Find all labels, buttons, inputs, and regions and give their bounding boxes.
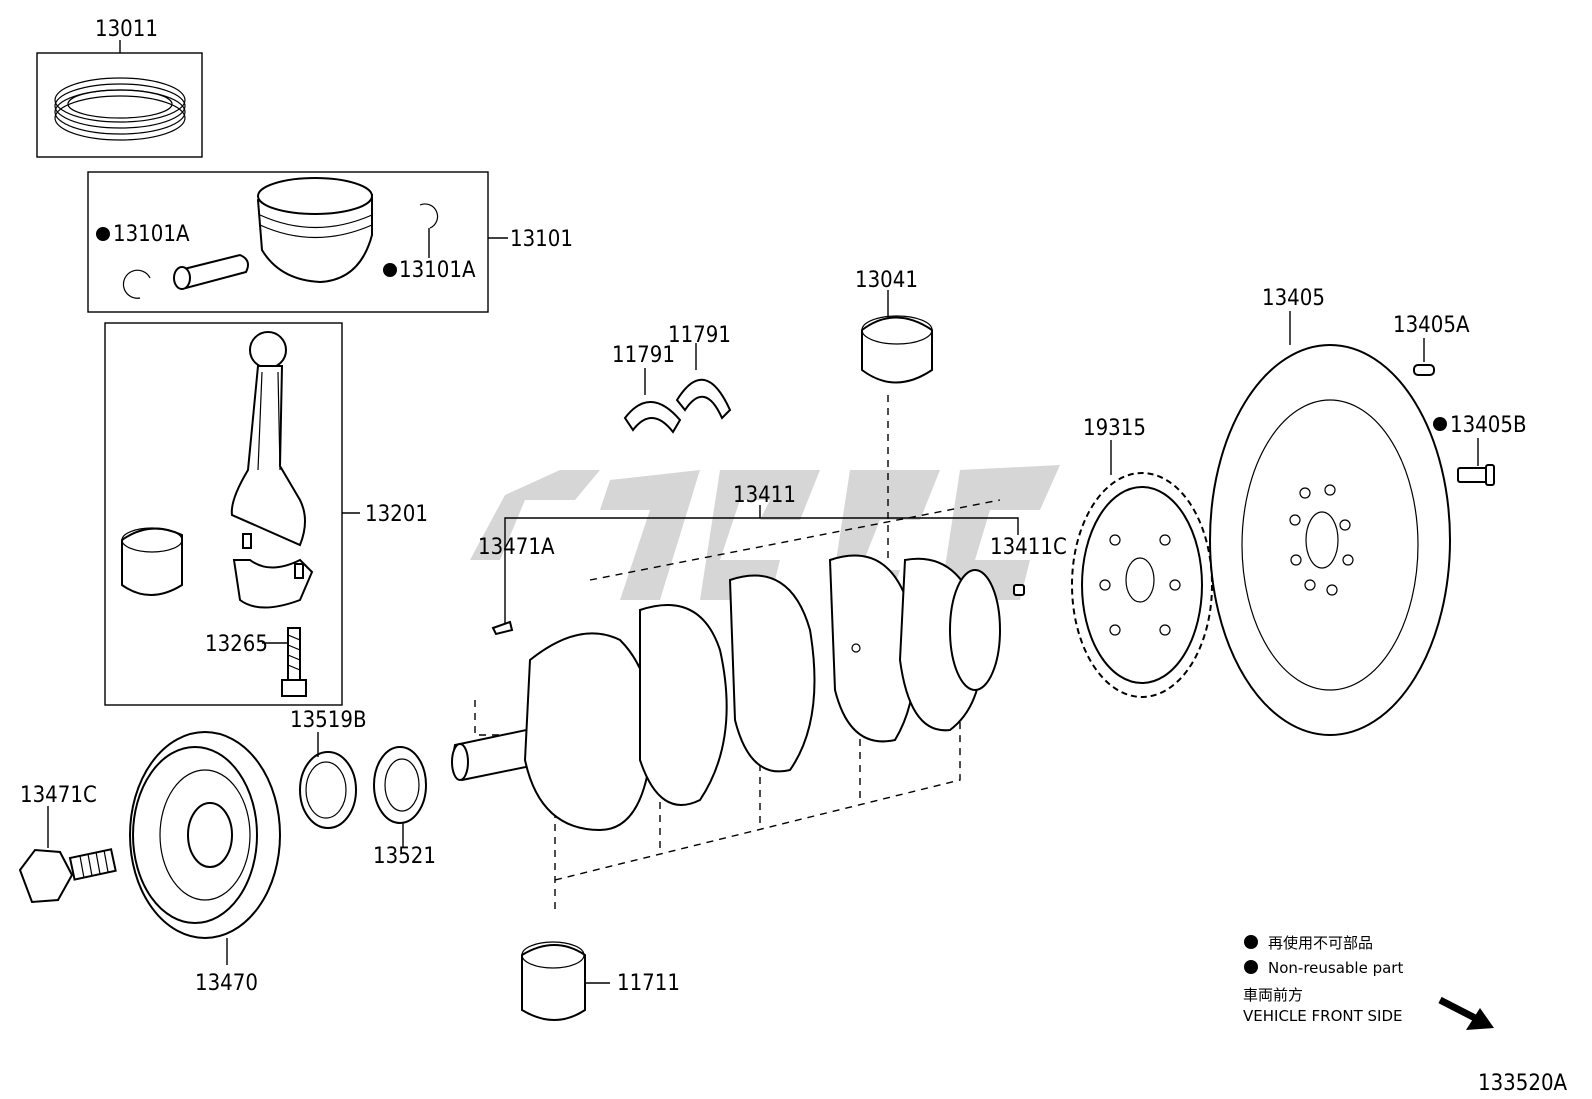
flywheel-bolt[interactable] bbox=[1433, 417, 1495, 486]
diagram-id: 133520A bbox=[1478, 1071, 1568, 1096]
crank-pin-bearing[interactable] bbox=[861, 290, 933, 560]
label-13201[interactable]: 13201 bbox=[365, 502, 428, 527]
label-13405B[interactable]: 13405B bbox=[1450, 413, 1527, 438]
crankshaft-pulley[interactable] bbox=[129, 731, 281, 965]
label-19315[interactable]: 19315 bbox=[1083, 416, 1146, 441]
legend: 再使用不可部品 Non-reusable part 車両前方 VEHICLE F… bbox=[1243, 934, 1494, 1030]
crank-sprocket-13519B[interactable] bbox=[299, 732, 357, 829]
non-reusable-dot-icon bbox=[383, 263, 397, 277]
label-13471C[interactable]: 13471C bbox=[20, 783, 97, 808]
crank-sprocket-13521[interactable] bbox=[373, 746, 427, 848]
watermark-logo bbox=[470, 465, 1060, 600]
thrust-washer-right[interactable] bbox=[675, 343, 732, 420]
legend-non-reusable-jp: 再使用不可部品 bbox=[1268, 934, 1373, 952]
label-13519B[interactable]: 13519B bbox=[290, 708, 367, 733]
legend-non-reusable-en: Non-reusable part bbox=[1268, 959, 1403, 977]
thrust-washer-left[interactable] bbox=[623, 368, 682, 434]
piston-assembly[interactable] bbox=[87, 171, 508, 313]
front-arrow-icon bbox=[1438, 996, 1494, 1030]
non-reusable-dot-icon bbox=[1244, 960, 1258, 974]
legend-front-en: VEHICLE FRONT SIDE bbox=[1243, 1007, 1403, 1025]
flywheel-dowel-pin[interactable] bbox=[1413, 338, 1435, 376]
pulley-bolt[interactable] bbox=[18, 806, 117, 904]
label-13411C[interactable]: 13411C bbox=[990, 535, 1067, 560]
label-11711[interactable]: 11711 bbox=[617, 971, 680, 996]
label-13011[interactable]: 13011 bbox=[95, 17, 158, 42]
label-11791-left[interactable]: 11791 bbox=[612, 343, 675, 368]
label-13101A-right[interactable]: 13101A bbox=[399, 258, 476, 283]
label-13470[interactable]: 13470 bbox=[195, 971, 258, 996]
label-13265[interactable]: 13265 bbox=[205, 632, 268, 657]
label-13101A-left[interactable]: 13101A bbox=[113, 222, 190, 247]
non-reusable-dot-icon bbox=[1244, 935, 1258, 949]
label-13041[interactable]: 13041 bbox=[855, 268, 918, 293]
label-13405[interactable]: 13405 bbox=[1262, 286, 1325, 311]
non-reusable-dot-icon bbox=[1433, 417, 1447, 431]
connecting-rod-assembly[interactable] bbox=[104, 322, 360, 706]
label-13101[interactable]: 13101 bbox=[510, 227, 573, 252]
crankshaft[interactable] bbox=[451, 499, 1025, 915]
legend-front-jp: 車両前方 bbox=[1243, 986, 1303, 1004]
piston-ring-set[interactable] bbox=[36, 40, 203, 158]
label-13411[interactable]: 13411 bbox=[733, 483, 796, 508]
label-13471A[interactable]: 13471A bbox=[478, 535, 555, 560]
non-reusable-dot-icon bbox=[96, 227, 110, 241]
crank-position-sensor-plate[interactable] bbox=[1071, 440, 1213, 698]
main-bearing[interactable] bbox=[521, 941, 610, 1021]
label-11791-right[interactable]: 11791 bbox=[668, 323, 731, 348]
label-13405A[interactable]: 13405A bbox=[1393, 313, 1470, 338]
label-13521[interactable]: 13521 bbox=[373, 844, 436, 869]
flywheel[interactable] bbox=[1209, 311, 1451, 736]
